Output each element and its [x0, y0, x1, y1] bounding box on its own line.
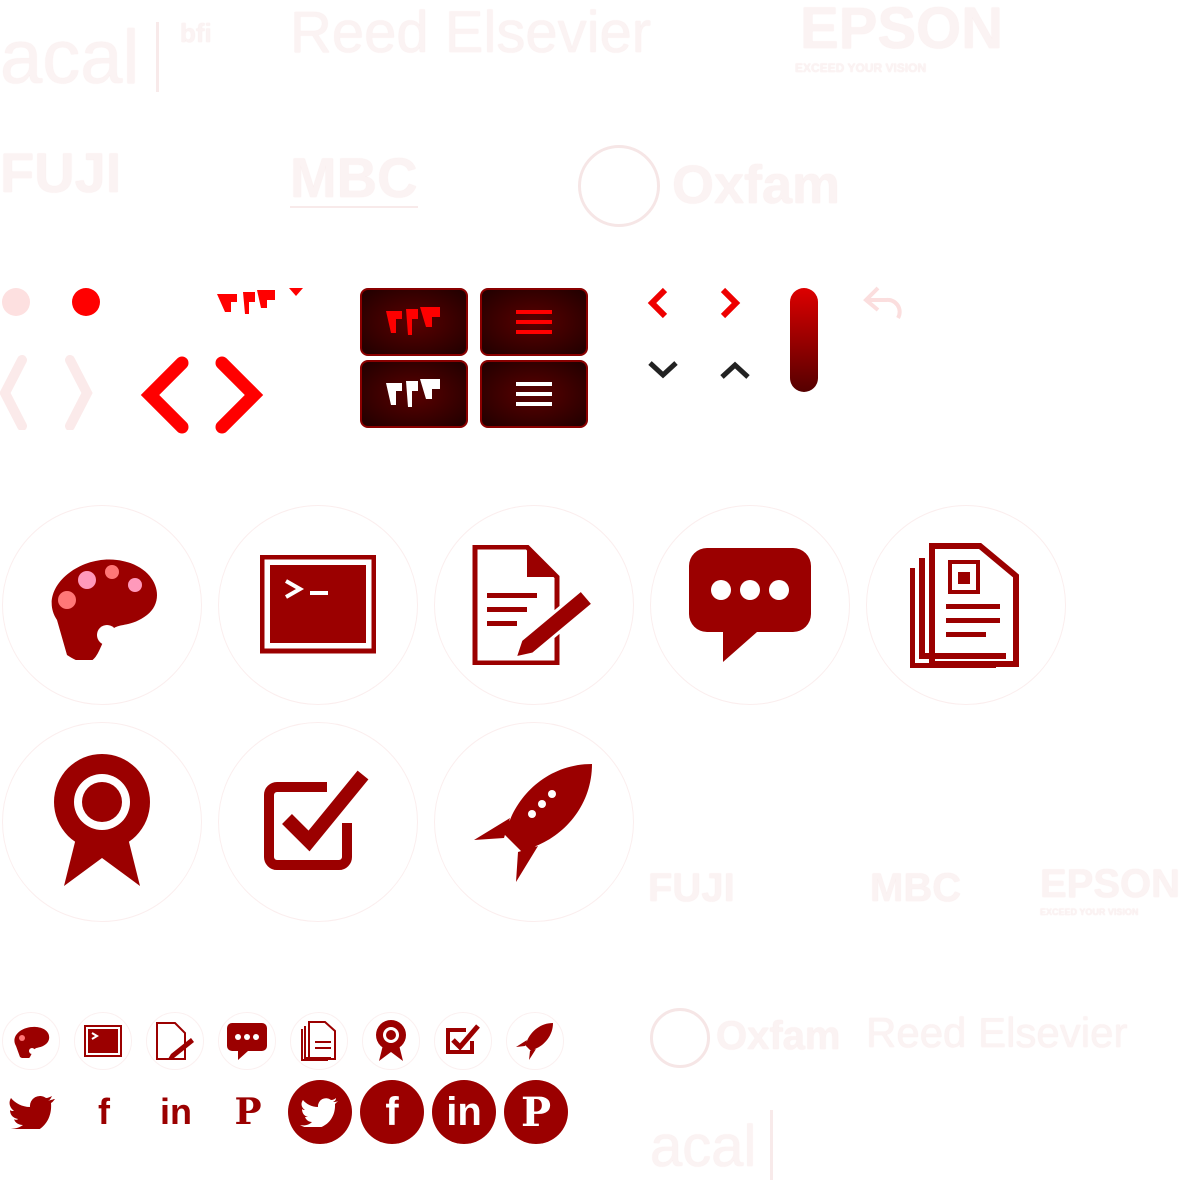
pinterest-circle-icon[interactable]: P: [504, 1080, 568, 1144]
facebook-icon[interactable]: f: [98, 1091, 110, 1132]
rocket-small-icon: [506, 1012, 564, 1070]
world-map-icon: [386, 307, 440, 335]
documents-small-icon: [290, 1012, 348, 1070]
small-arrows-icon[interactable]: [640, 285, 760, 385]
bfi-logo: bfi: [180, 18, 212, 48]
chat-icon-tile: [650, 505, 850, 705]
award-small-icon: [362, 1012, 420, 1070]
chat-bubble-icon: [689, 548, 811, 662]
palette-icon: [51, 559, 157, 660]
mbc-logo-small: MBC: [870, 866, 962, 910]
linkedin-circle-icon[interactable]: in: [432, 1080, 496, 1144]
terminal-icon-tile: [218, 505, 418, 705]
reed-elsevier-logo-small: Reed Elsevier: [866, 1009, 1128, 1056]
menu-icon: [516, 382, 552, 406]
divider: [156, 22, 159, 92]
rocket-icon: [474, 764, 592, 882]
terminal-icon: [260, 555, 376, 654]
mbc-logo: MBC: [290, 146, 418, 209]
checkbox-checked-icon: [264, 770, 369, 870]
acal-logo: acal: [0, 15, 140, 100]
checkbox-icon-tile: [218, 722, 418, 922]
documents-icon-tile: [866, 505, 1066, 705]
undo-icon[interactable]: [860, 284, 906, 324]
menu-tile-active-button[interactable]: [480, 360, 588, 428]
map-tile-active-button[interactable]: [360, 360, 468, 428]
checkbox-small-icon: [434, 1012, 492, 1070]
epson-tagline-small: EXCEED YOUR VISION: [1040, 907, 1139, 917]
reed-elsevier-logo: Reed Elsevier: [290, 0, 652, 65]
palette-small-icon: [2, 1012, 60, 1070]
world-map-icon: [386, 379, 440, 407]
oxfam-logo: Oxfam: [672, 155, 841, 215]
dot-inactive-icon[interactable]: [2, 288, 30, 316]
document-edit-small-icon: [146, 1012, 204, 1070]
palette-icon-tile: [2, 505, 202, 705]
epson-tagline: EXCEED YOUR VISION: [795, 61, 927, 75]
facebook-circle-icon[interactable]: f: [360, 1080, 424, 1144]
map-tile-button[interactable]: [360, 288, 468, 356]
oxfam-logo-small: Oxfam: [716, 1014, 841, 1058]
document-edit-icon: [472, 545, 596, 665]
pinterest-icon[interactable]: P: [234, 1091, 262, 1133]
dot-active-icon[interactable]: [72, 288, 100, 316]
award-ribbon-icon: [54, 754, 150, 886]
epson-logo-small: EPSON: [1040, 862, 1181, 906]
chevrons-large-icon[interactable]: [140, 355, 270, 435]
documents-lock-icon: [910, 543, 1019, 668]
fuji-logo: FUJI: [0, 141, 122, 204]
linkedin-icon[interactable]: in: [160, 1091, 192, 1132]
twitter-icon[interactable]: [2, 1082, 62, 1142]
chevrons-faint-icon[interactable]: [0, 355, 110, 430]
twitter-circle-icon[interactable]: [288, 1080, 352, 1144]
scrollbar-thumb[interactable]: [790, 288, 818, 392]
oxfam-emblem-icon: [578, 145, 660, 227]
terminal-small-icon: [74, 1012, 132, 1070]
document-edit-icon-tile: [434, 505, 634, 705]
world-map-icon: [217, 288, 303, 314]
menu-icon: [516, 310, 552, 334]
chat-small-icon: [218, 1012, 276, 1070]
fuji-logo-small: FUJI: [648, 866, 735, 910]
epson-logo: EPSON: [800, 0, 1004, 61]
menu-tile-button[interactable]: [480, 288, 588, 356]
acal-logo-small: acal: [650, 1114, 757, 1179]
divider: [770, 1110, 773, 1180]
oxfam-emblem-small-icon: [650, 1008, 710, 1068]
rocket-icon-tile: [434, 722, 634, 922]
award-icon-tile: [2, 722, 202, 922]
